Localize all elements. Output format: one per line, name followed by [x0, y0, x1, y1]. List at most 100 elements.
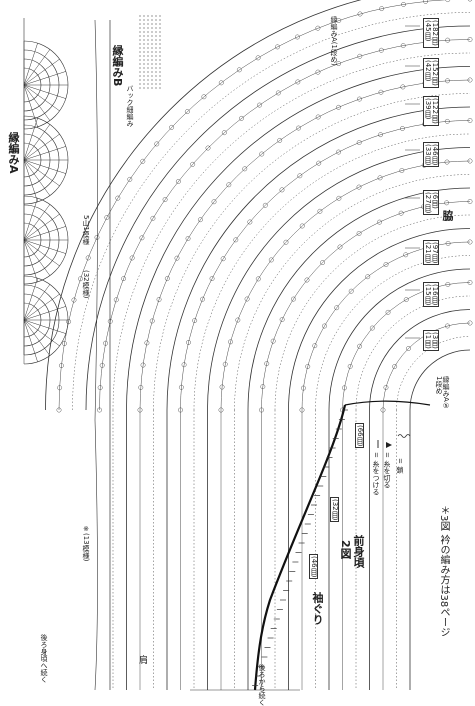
- scallop-mark: [445, 37, 451, 43]
- scallop-mark: [334, 305, 340, 311]
- scallop-mark: [445, 323, 450, 329]
- scallop-mark: [356, 140, 362, 145]
- scallop-mark: [357, 53, 363, 59]
- fan-a-stitch: [23, 319, 60, 347]
- repeat-13-label: ※(13模様): [82, 525, 90, 562]
- yoke-row-arc: [45, 0, 362, 411]
- yoke-row-arc: [409, 349, 471, 411]
- scallop-mark: [169, 124, 175, 130]
- scallop-mark: [291, 296, 296, 302]
- fan-a-stitch: [23, 204, 51, 241]
- scallop-mark: [400, 84, 406, 90]
- scallop-mark: [403, 252, 409, 258]
- scallop-mark: [305, 364, 311, 369]
- scallop-mark: [178, 384, 184, 390]
- scallop-mark: [259, 151, 265, 157]
- scallop-mark: [312, 343, 318, 349]
- armhole-label: 袖ぐり: [311, 592, 324, 625]
- scallop-mark: [356, 231, 362, 236]
- scallop-mark: [398, 210, 404, 216]
- scallop-mark: [337, 244, 343, 250]
- scallop-mark: [255, 55, 261, 61]
- scallop-mark: [357, 96, 362, 102]
- scallop-mark: [174, 255, 180, 261]
- scallop-mark: [317, 208, 323, 214]
- fan-a-stitch: [23, 239, 60, 267]
- scallop-mark: [357, 343, 362, 349]
- fan-a-stitch: [23, 58, 60, 86]
- fan-a-stitch: [23, 159, 51, 196]
- armhole-edge: [253, 404, 347, 691]
- scallop-mark: [219, 384, 225, 390]
- yoke-row-arc: [396, 336, 471, 411]
- scallop-mark: [467, 199, 473, 204]
- scallop-mark: [406, 346, 411, 351]
- scallop-mark: [149, 318, 155, 324]
- fan-a-stitch: [23, 239, 66, 254]
- yoke-row-arc: [166, 106, 471, 411]
- scallop-mark: [377, 219, 382, 225]
- scallop-mark: [239, 115, 244, 121]
- scallop-mark: [218, 407, 224, 413]
- scallop-mark: [137, 407, 143, 413]
- scallop-mark: [275, 44, 280, 50]
- fan-a-stitch: [23, 306, 66, 321]
- scallop-mark: [336, 61, 342, 66]
- scallop-mark: [467, 118, 473, 123]
- scallop-mark: [156, 297, 162, 302]
- pattern-b-title: 縁編みB: [111, 45, 124, 87]
- yoke-row-arc: [193, 133, 471, 411]
- scallop-mark: [336, 104, 341, 110]
- scallop-mark: [357, 11, 363, 17]
- yoke-row-arc: [58, 0, 447, 411]
- scallop-mark: [467, 320, 473, 326]
- scallop-mark: [121, 276, 126, 282]
- scallop-mark: [197, 217, 203, 223]
- fan-a-stitch: [23, 284, 51, 321]
- fan-a-stitch: [23, 84, 66, 99]
- scallop-mark: [56, 407, 62, 413]
- scallop-mark: [235, 317, 241, 323]
- panel-name: 前身頃: [352, 535, 365, 568]
- scallop-mark: [211, 199, 217, 205]
- scallop-mark: [378, 89, 384, 95]
- scallop-mark: [275, 90, 281, 96]
- yoke-row-arc: [234, 174, 471, 411]
- fan-a-stitch: [23, 159, 60, 187]
- scallop-mark: [186, 340, 191, 345]
- shoulder-label: 肩: [137, 655, 147, 664]
- fan-a-stitch: [23, 159, 38, 202]
- scallop-mark: [228, 339, 233, 345]
- yoke-row-arc: [126, 66, 471, 411]
- legend-chain-symbol: [397, 434, 411, 438]
- scallop-mark: [178, 407, 183, 413]
- scallop-mark: [244, 296, 250, 302]
- yoke-row-arc: [220, 160, 471, 411]
- fan-a-stitch: [23, 278, 38, 321]
- yoke-row-arc: [342, 282, 471, 411]
- scallop-mark: [369, 325, 375, 331]
- fan-a-stitch: [23, 84, 38, 127]
- scallop-mark: [97, 407, 102, 413]
- yoke-row-arc: [274, 214, 471, 411]
- pattern-a-note: 5山1模様: [82, 215, 90, 245]
- scallop-mark: [99, 362, 105, 368]
- scallop-mark: [221, 130, 227, 136]
- scallop-mark: [255, 276, 261, 282]
- scallop-mark: [129, 255, 135, 261]
- scallop-mark: [259, 407, 264, 413]
- scallop-mark: [139, 235, 145, 241]
- scallop-mark: [365, 274, 371, 280]
- scallop-mark: [444, 118, 450, 124]
- scallop-mark: [322, 323, 327, 329]
- scallop-mark: [356, 184, 362, 190]
- scallop-mark: [347, 363, 353, 369]
- scallop-mark: [242, 166, 248, 172]
- scallop-mark: [220, 256, 226, 262]
- scallop-mark: [383, 262, 389, 267]
- scallop-mark: [392, 364, 398, 369]
- side-count-7: (182目) (45目): [423, 18, 439, 48]
- scallop-mark: [257, 102, 262, 108]
